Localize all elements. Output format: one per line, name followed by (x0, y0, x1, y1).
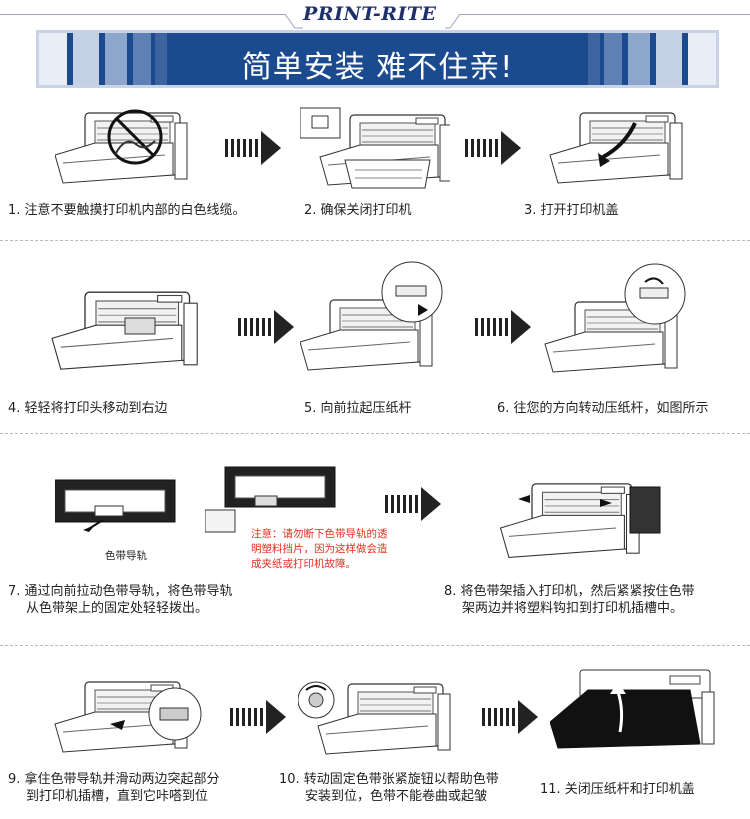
step4-illustration (51, 291, 198, 370)
step-caption: 11. 关闭压纸杆和打印机盖 (540, 782, 695, 797)
caption-line: 安装到位，色带不能卷曲或起皱 (305, 789, 488, 804)
arrow-icon (225, 131, 281, 165)
warning-note: 注意：请勿断下色带导轨的透 明塑料挡片，因为这样做会造 成夹纸或打印机故障。 (251, 527, 391, 572)
step-caption: 3. 打开打印机盖 (524, 203, 619, 218)
brand-line-right (460, 14, 750, 15)
arrow-icon (230, 700, 286, 734)
ribbon-label: 色带导轨 (105, 550, 147, 562)
step-caption: 1. 注意不要触摸打印机内部的白色线缆。 (8, 203, 246, 218)
note-line: 成夹纸或打印机故障。 (251, 558, 356, 570)
step11-illustration (550, 669, 715, 749)
brand-chevrons (284, 13, 461, 29)
arrow-icon (482, 700, 538, 734)
step8-illustration (499, 483, 661, 559)
step7-ribbon-illustration (55, 479, 176, 532)
step-caption: 2. 确保关闭打印机 (304, 203, 412, 218)
step3-illustration (549, 112, 683, 184)
step-caption: 10. 转动固定色带张紧旋钮以帮助色带 安装到位，色带不能卷曲或起皱 (279, 771, 499, 805)
step6-illustration (544, 263, 686, 373)
caption-line: 架两边并将塑料钩扣到打印机插槽中。 (462, 601, 684, 616)
step7-ribbon-detail (205, 466, 336, 533)
row-divider (0, 645, 750, 646)
step-caption: 4. 轻轻将打印头移动到右边 (8, 401, 168, 416)
arrow-icon (465, 131, 521, 165)
step9-illustration (54, 681, 202, 753)
step2-illustration (300, 107, 450, 189)
step-caption: 5. 向前拉起压纸杆 (304, 401, 412, 416)
step5-illustration (300, 261, 443, 371)
caption-line: 8. 将色带架插入打印机，然后紧紧按住色带 (444, 584, 695, 599)
step10-illustration (298, 681, 451, 755)
step-caption: 7. 通过向前拉动色带导轨，将色带导轨 从色带架上的固定处轻轻拨出。 (8, 583, 233, 617)
note-line: 明塑料挡片，因为这样做会造 (251, 543, 388, 555)
title-banner: 简单安装 难不住亲! (36, 30, 719, 88)
brand-name: PRINT-RITE (303, 3, 437, 25)
note-line: 注意：请勿断下色带导轨的透 (251, 528, 388, 540)
brand-header: PRINT-RITE (0, 0, 750, 30)
row-divider (0, 433, 750, 434)
brand-line-left (0, 14, 285, 15)
caption-line: 10. 转动固定色带张紧旋钮以帮助色带 (279, 772, 499, 787)
step-caption: 8. 将色带架插入打印机，然后紧紧按住色带 架两边并将塑料钩扣到打印机插槽中。 (444, 583, 695, 617)
arrow-icon (238, 310, 294, 344)
caption-line: 到打印机插槽，直到它咔嗒到位 (26, 789, 209, 804)
banner-title: 简单安装 难不住亲! (241, 50, 514, 85)
caption-line: 9. 拿住色带导轨并滑动两边突起部分 (8, 772, 220, 787)
step-caption: 6. 往您的方向转动压纸杆，如图所示 (497, 401, 709, 416)
arrow-icon (475, 310, 531, 344)
step1-illustration (55, 109, 188, 184)
row-divider (0, 240, 750, 241)
arrow-icon (385, 487, 441, 521)
step-caption: 9. 拿住色带导轨并滑动两边突起部分 到打印机插槽，直到它咔嗒到位 (8, 771, 220, 805)
caption-line: 7. 通过向前拉动色带导轨，将色带导轨 (8, 584, 233, 599)
caption-line: 从色带架上的固定处轻轻拨出。 (26, 601, 209, 616)
